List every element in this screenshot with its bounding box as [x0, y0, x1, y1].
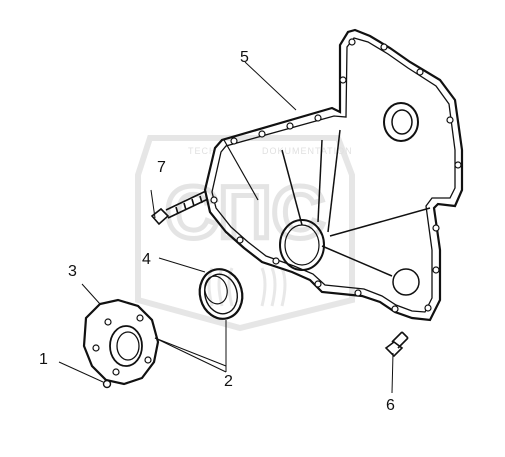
callout-6: 6 — [386, 397, 395, 414]
callout-7: 7 — [157, 159, 166, 176]
nut-part-1 — [102, 379, 112, 389]
carrier-part-3 — [82, 298, 160, 386]
callout-labels: 1 2 3 4 5 6 7 — [39, 49, 395, 414]
watermark-logo: TECH DOKUMENTATION СПС — [135, 135, 355, 332]
gasket-part-5 — [203, 28, 464, 322]
bolt-part-6 — [384, 331, 409, 358]
leader-lines — [58, 61, 394, 394]
callout-2: 2 — [224, 373, 233, 390]
seal-part-4 — [198, 268, 244, 320]
callout-4: 4 — [142, 251, 151, 268]
bolt-part-7 — [150, 190, 209, 226]
callout-1: 1 — [39, 351, 48, 368]
watermark-logo-text: СПС — [165, 171, 325, 254]
watermark-left-word: TECH — [188, 146, 217, 156]
callout-3: 3 — [68, 263, 77, 280]
watermark-right-word: DOKUMENTATION — [262, 146, 353, 156]
callout-5: 5 — [240, 49, 249, 66]
